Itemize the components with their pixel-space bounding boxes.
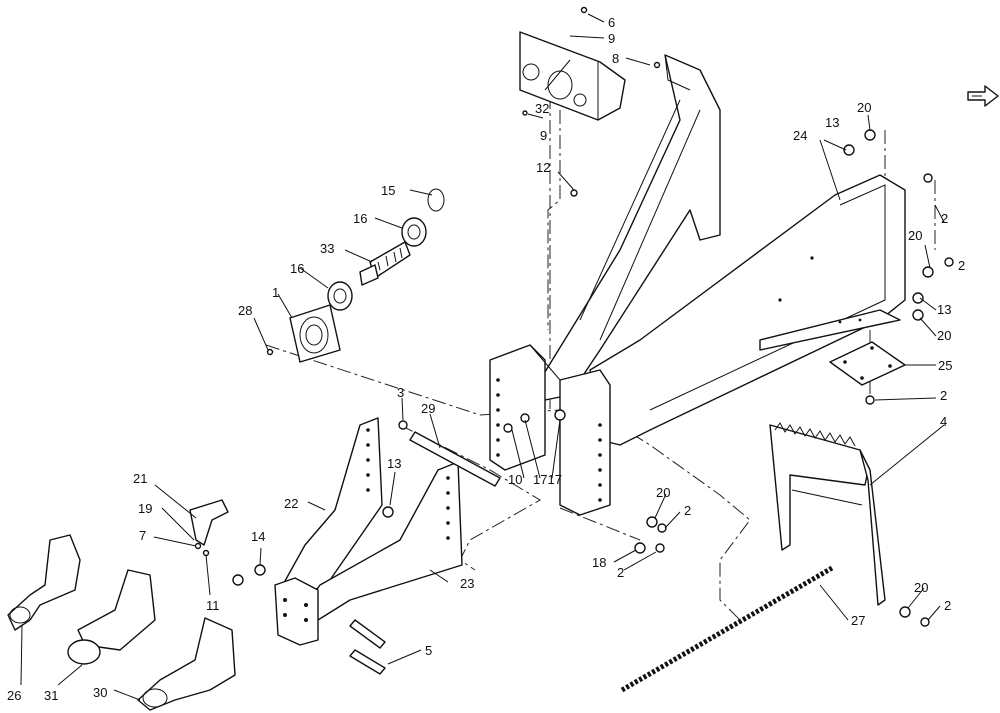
callout-13-right: 13: [937, 302, 951, 317]
callout-25: 25: [938, 358, 952, 373]
spring-chain: [620, 565, 834, 693]
callout-20-right: 20: [937, 328, 951, 343]
callout-2-d: 2: [617, 565, 624, 580]
callout-13-top: 13: [825, 115, 839, 130]
callout-6: 6: [608, 15, 615, 30]
callout-26: 26: [7, 688, 21, 703]
pintle-hitch: [137, 617, 236, 711]
bearing-upper: [401, 217, 427, 247]
callout-20-bottom: 20: [914, 580, 928, 595]
hitch-mount: [274, 577, 319, 646]
callout-11: 11: [206, 598, 220, 613]
callout-30: 30: [93, 685, 107, 700]
callout-16-top: 16: [353, 211, 367, 226]
callout-20-top: 20: [857, 100, 871, 115]
diagonal-brace: [539, 54, 721, 401]
retaining-ring: [427, 188, 445, 212]
callout-14: 14: [251, 529, 265, 544]
callout-29: 29: [421, 401, 435, 416]
callout-32: 32: [535, 101, 549, 116]
callout-4: 4: [940, 414, 947, 429]
callout-1: 1: [272, 285, 279, 300]
callout-20-mid: 20: [908, 228, 922, 243]
bearing-flange: [289, 304, 341, 363]
bearing-lower: [327, 281, 353, 311]
fasteners: [194, 6, 954, 627]
callout-28: 28: [238, 303, 252, 318]
pin-clip: [189, 499, 229, 546]
page-arrow-icon[interactable]: [967, 85, 999, 107]
main-beam: [589, 174, 906, 446]
callout-2-b: 2: [940, 388, 947, 403]
callout-2-c: 2: [684, 503, 691, 518]
callout-33: 33: [320, 241, 334, 256]
spline-shaft: [359, 241, 411, 286]
callout-24: 24: [793, 128, 807, 143]
callout-3: 3: [397, 385, 404, 400]
callout-9-bottom: 9: [540, 128, 547, 143]
mount-plate: [829, 341, 906, 386]
callout-2-f: 2: [958, 258, 965, 273]
callout-9-top: 9: [608, 31, 615, 46]
callout-22: 22: [284, 496, 298, 511]
callout-5: 5: [425, 643, 432, 658]
column-holes: [496, 378, 602, 502]
center-column: [489, 344, 611, 516]
ball-hitch: [67, 569, 156, 665]
clevis-hitch: [7, 534, 81, 631]
callout-7: 7: [139, 528, 146, 543]
callout-10: 10: [508, 472, 522, 487]
callout-15: 15: [381, 183, 395, 198]
callout-18: 18: [592, 555, 606, 570]
callout-23: 23: [460, 576, 474, 591]
callout-1717: 1717: [533, 472, 562, 487]
guard-bracket: [769, 422, 886, 606]
shaft: [409, 431, 501, 487]
leader-lines: [20, 13, 945, 701]
callout-27: 27: [851, 613, 865, 628]
callout-31: 31: [44, 688, 58, 703]
callout-19: 19: [138, 501, 152, 516]
top-bracket: [519, 31, 626, 121]
callout-8: 8: [612, 51, 619, 66]
callout-12: 12: [536, 160, 550, 175]
callout-21: 21: [133, 471, 147, 486]
callout-2-e: 2: [944, 598, 951, 613]
callout-labels: 6 9 8 32 9 12 15 16 33 16 1 28 3 29 13 2…: [7, 15, 965, 703]
callout-16-bottom: 16: [290, 261, 304, 276]
callout-20-bolt: 20: [656, 485, 670, 500]
callout-2-a: 2: [941, 211, 948, 226]
callout-13-left: 13: [387, 456, 401, 471]
pins: [349, 619, 386, 675]
